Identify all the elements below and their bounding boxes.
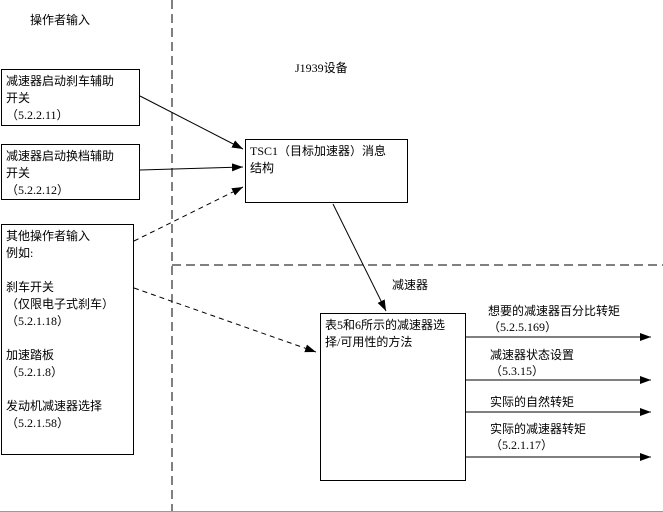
- output-label-actual-retarder-torque: 实际的减速器转矩 （5.2.1.17）: [490, 422, 587, 452]
- arrow-shift-assist-to-tsc1: [139, 163, 244, 172]
- process-box-tsc1-message-structure: TSC1（目标加速器）消息 结构: [245, 139, 408, 203]
- arrow-other-inputs-to-selection: [133, 287, 317, 353]
- operator-input-section-label: 操作者输入: [30, 13, 91, 27]
- output-label-actual-natural-torque: 实际的自然转矩: [490, 395, 575, 409]
- output-label-retarder-status: 减速器状态设置 （5.3.15）: [490, 348, 575, 378]
- arrow-tsc1-to-selection: [332, 203, 387, 312]
- j1939-device-section-label: J1939设备: [295, 61, 348, 75]
- arrow-other-inputs-to-tsc1: [133, 186, 244, 242]
- retarder-section-label: 减速器: [392, 278, 429, 292]
- input-box-retarder-shift-assist-switch: 减速器启动换档辅助 开关 （5.2.2.12）: [1, 144, 140, 200]
- output-label-desired-percent-torque: 想要的减速器百分比转矩 （5.2.5.169）: [488, 304, 621, 334]
- process-box-retarder-selection-method: 表5和6所示的减速器选 择/可用性的方法: [320, 313, 466, 481]
- input-box-other-operator-inputs: 其他操作者输入 例如: 刹车开关 （仅限电子式刹车） （5.2.1.18） 加速…: [1, 224, 134, 455]
- input-box-retarder-brake-assist-switch: 减速器启动刹车辅助 开关 （5.2.2.11）: [1, 69, 140, 126]
- arrow-brake-assist-to-tsc1: [139, 95, 244, 150]
